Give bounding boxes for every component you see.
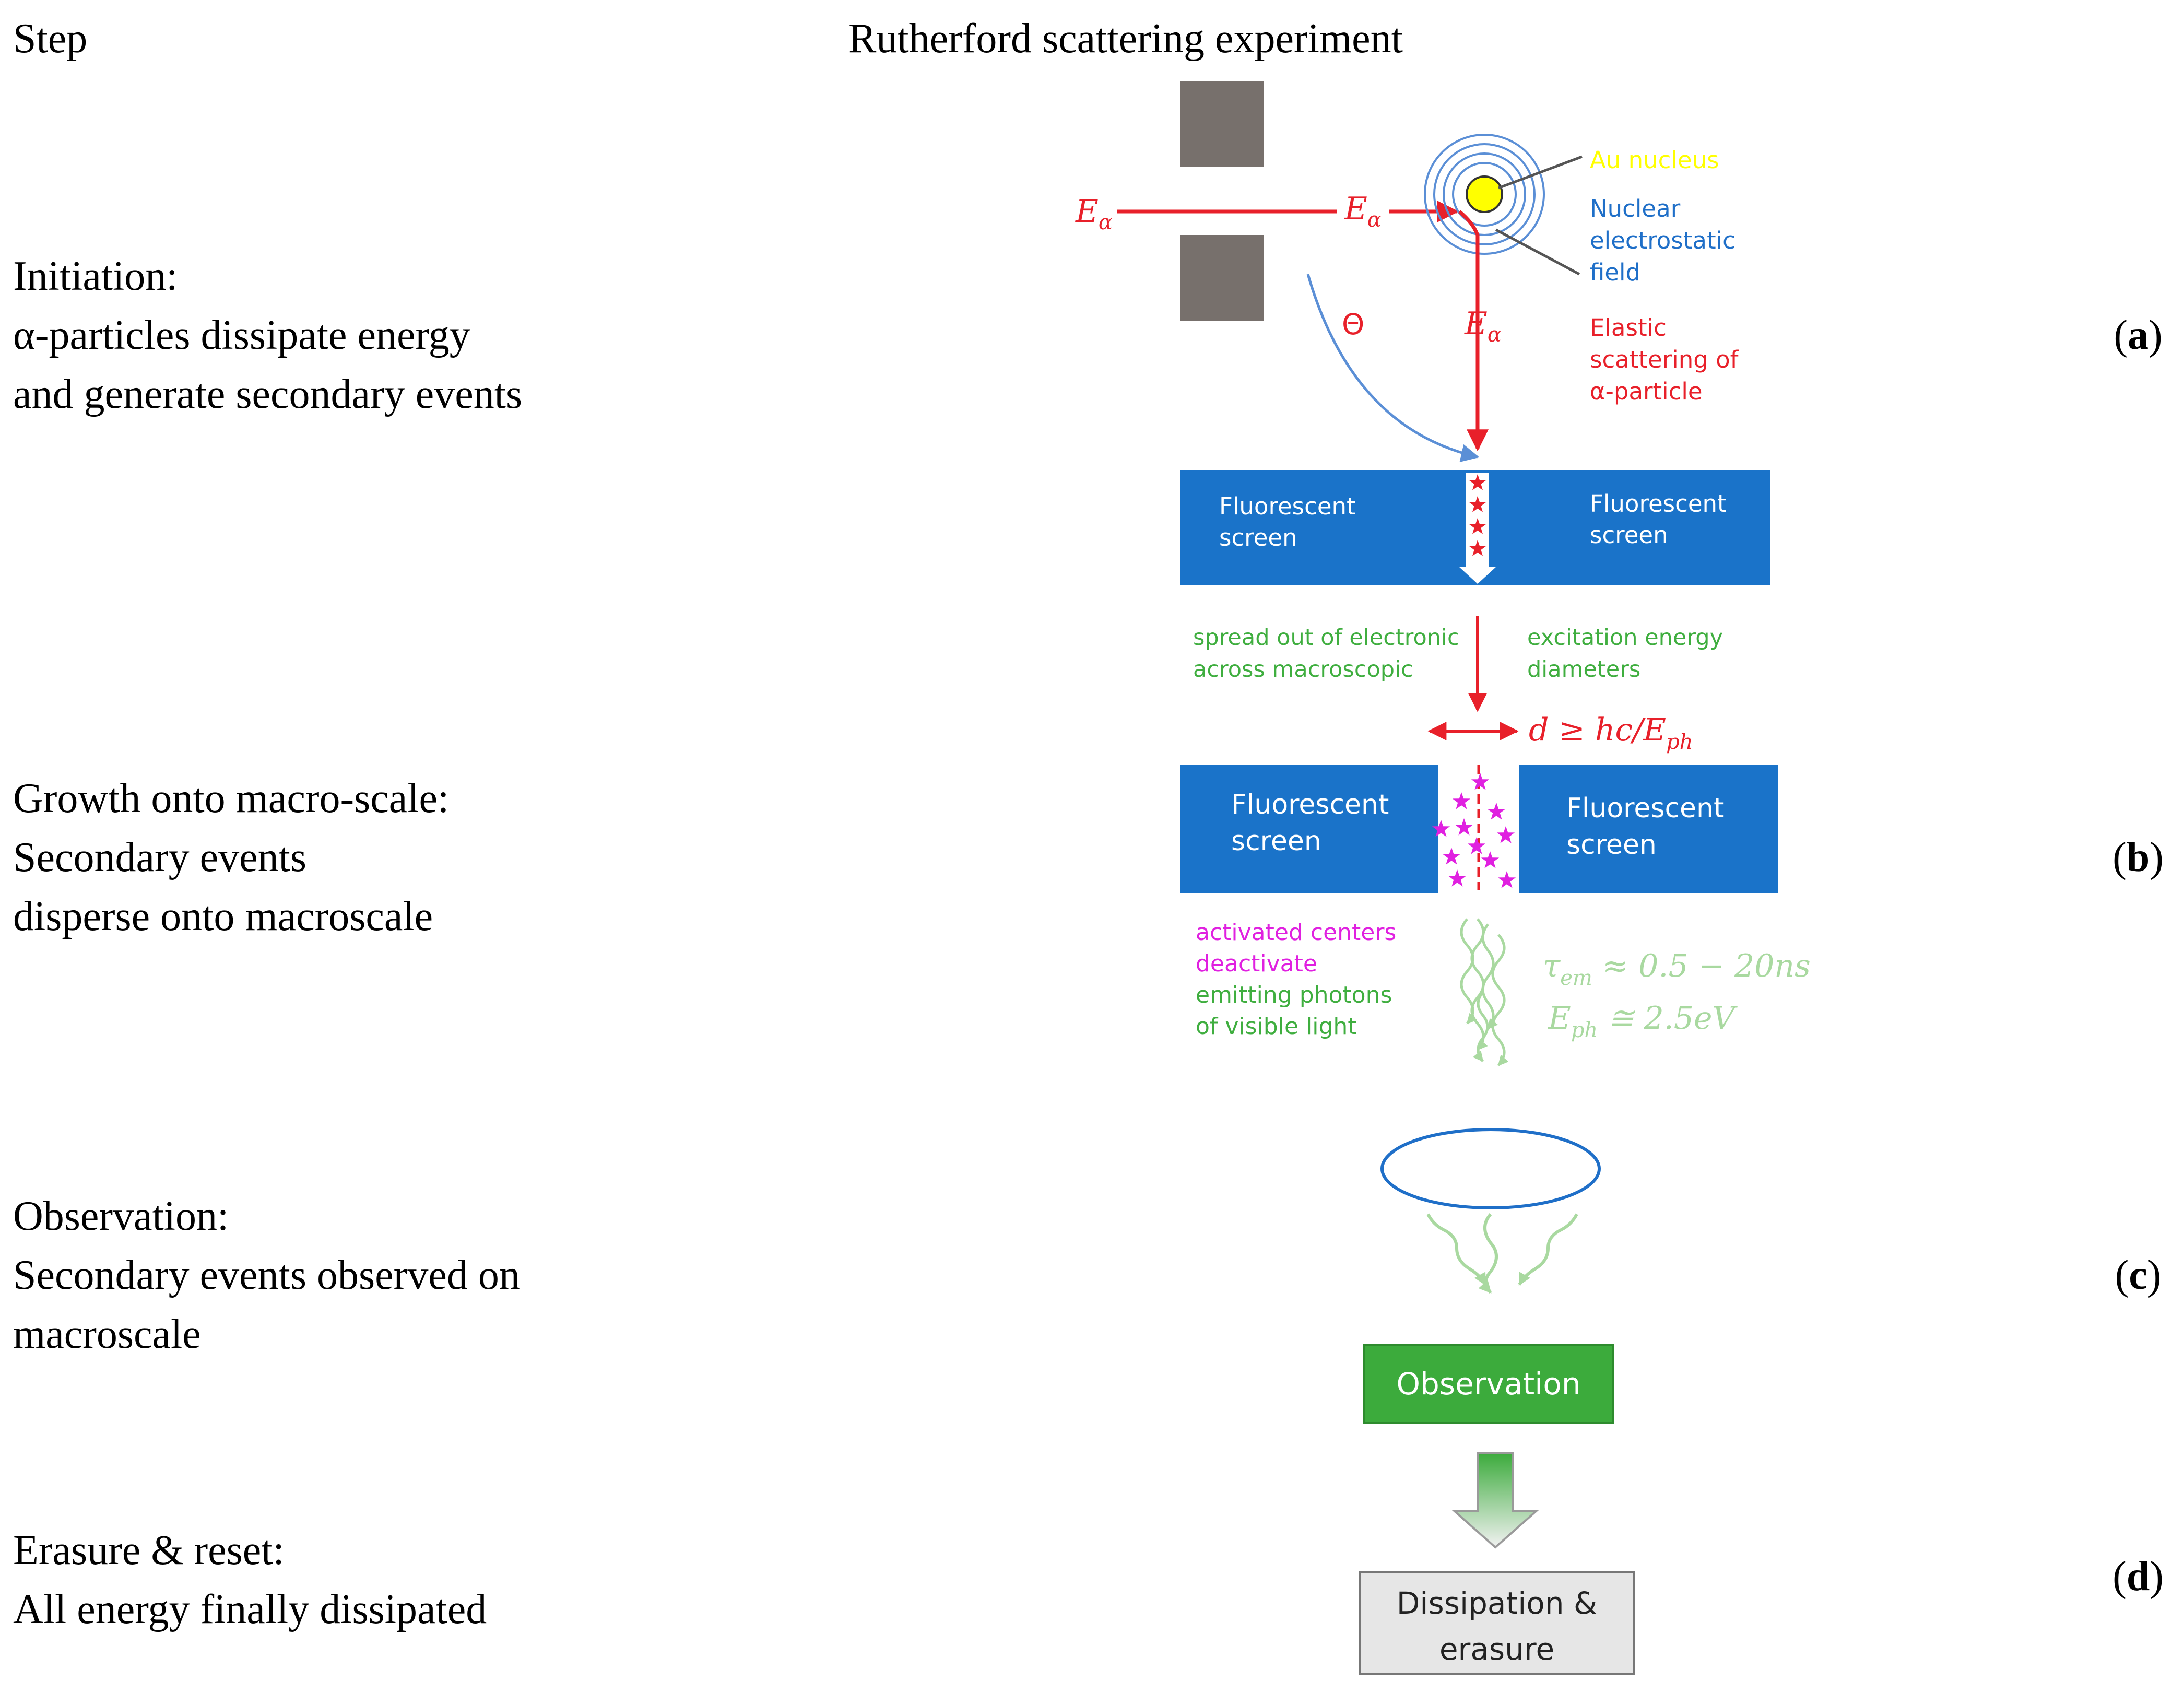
scatter-label-1: Elastic	[1590, 314, 1667, 342]
panel-tag-b: (b)	[2112, 834, 2164, 880]
beam-energy-label-2: Eα	[1344, 191, 1382, 232]
step-a-line-2: α-particles dissipate energy	[13, 312, 470, 358]
step-d-line-2: All energy finally dissipated	[13, 1586, 487, 1632]
step-column-header: Step	[13, 16, 87, 62]
step-a-line-1: Initiation:	[13, 253, 178, 299]
step-b-line-2: Secondary events	[13, 834, 306, 880]
step-b-description: Growth onto macro-scale: Secondary event…	[13, 775, 449, 939]
slit-bottom	[1180, 235, 1264, 321]
observer-lens	[1380, 1128, 1601, 1209]
step-d-line-1: Erasure & reset:	[13, 1527, 285, 1573]
field-label-2: electrostatic	[1590, 227, 1736, 254]
spread-label-1: spread out of electronic	[1193, 625, 1460, 651]
step-b-line-3: disperse onto macroscale	[13, 894, 433, 939]
step-b-line-1: Growth onto macro-scale:	[13, 775, 449, 821]
scattering-angle-label: Θ	[1342, 308, 1364, 341]
step-d-description: Erasure & reset: All energy finally diss…	[13, 1527, 487, 1632]
screen-top-right-label-1: Fluorescent	[1590, 490, 1727, 518]
emission-lifetime: τem ≈ 0.5 − 20ns	[1543, 948, 1811, 990]
screen-bottom-left-label-1: Fluorescent	[1231, 789, 1389, 820]
step-c-line-3: macroscale	[13, 1311, 201, 1357]
panel-tag-a: (a)	[2114, 312, 2162, 358]
scatter-label-3: α-particle	[1590, 378, 1703, 405]
field-label-1: Nuclear	[1590, 195, 1681, 222]
slit-top	[1180, 81, 1264, 167]
au-nucleus-label: Au nucleus	[1590, 146, 1719, 174]
panel-tag-d: (d)	[2112, 1554, 2164, 1600]
dissipation-box-label-2: erasure	[1439, 1631, 1554, 1667]
field-pointer	[1495, 228, 1580, 276]
excitation-label-2: diameters	[1527, 656, 1640, 683]
screen-bottom-right-label-1: Fluorescent	[1566, 793, 1724, 824]
screen-bottom-right-label-2: screen	[1566, 829, 1657, 861]
screen-top-left-label-2: screen	[1219, 524, 1297, 551]
alpha-beam-scattered	[1458, 210, 1489, 452]
nucleus-pointer	[1498, 155, 1583, 190]
scatter-label-2: scattering of	[1590, 346, 1739, 373]
dissipation-box: Dissipation & erasure	[1359, 1571, 1635, 1675]
screen-top-right-label-2: screen	[1590, 521, 1668, 549]
screen-bottom-left-label-2: screen	[1231, 826, 1321, 857]
figure-title: Rutherford scattering experiment	[848, 16, 1403, 62]
panel-tag-c: (c)	[2115, 1252, 2162, 1298]
step-c-line-2: Secondary events observed on	[13, 1252, 520, 1298]
emitting-label-1: emitting photons	[1196, 982, 1392, 1008]
screen-top-left-label-1: Fluorescent	[1219, 492, 1356, 520]
spread-label-2: across macroscopic	[1193, 656, 1413, 683]
emitted-photons	[1460, 918, 1509, 1066]
excitation-label-1: excitation energy	[1527, 625, 1723, 651]
step-c-description: Observation: Secondary events observed o…	[13, 1193, 520, 1357]
collected-photons	[1426, 1213, 1578, 1294]
dissipation-arrow	[1451, 1452, 1540, 1549]
beam-energy-label-1: Eα	[1075, 193, 1113, 234]
dissipation-box-label-1: Dissipation &	[1397, 1585, 1597, 1621]
photon-energy: Eph ≅ 2.5eV	[1548, 1000, 1738, 1042]
observation-box: Observation	[1363, 1344, 1614, 1424]
scattering-angle-arc	[1306, 274, 1480, 463]
field-label-3: field	[1590, 258, 1640, 286]
diameter-formula: d ≥ hc/Eph	[1529, 712, 1693, 754]
step-a-description: Initiation: α-particles dissipate energy…	[13, 253, 522, 417]
au-nucleus	[1466, 175, 1503, 213]
activated-label-1: activated centers	[1196, 919, 1396, 946]
activated-label-2: deactivate	[1196, 950, 1317, 977]
observation-box-label: Observation	[1396, 1366, 1580, 1402]
step-c-line-1: Observation:	[13, 1193, 229, 1239]
electrostatic-field	[1424, 134, 1545, 255]
step-a-line-3: and generate secondary events	[13, 371, 522, 417]
beam-energy-label-3: Eα	[1464, 305, 1502, 347]
emitting-label-2: of visible light	[1196, 1013, 1357, 1040]
